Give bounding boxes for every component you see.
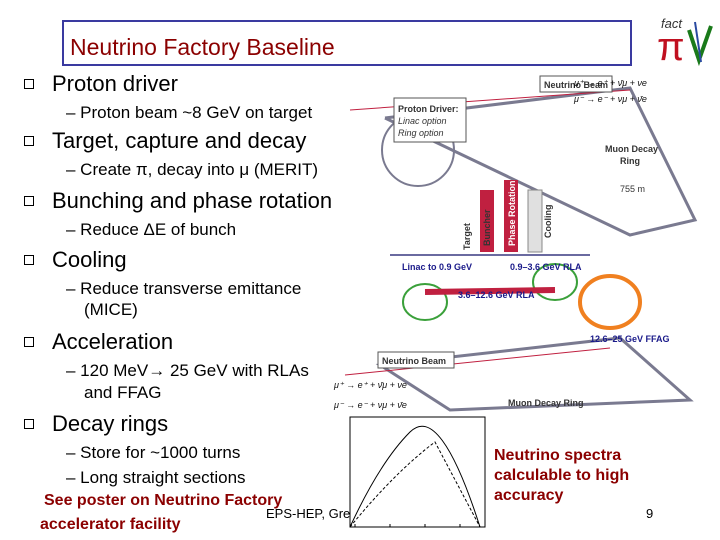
- buncher-block: [480, 190, 494, 252]
- sub-reduce-de: – Reduce ΔE of bunch: [66, 220, 237, 239]
- sub-reduce-emittance: – Reduce transverse emittance: [66, 279, 302, 298]
- slide-title: Neutrino Factory Baseline: [70, 34, 335, 60]
- proton-driver-label: Proton Driver:: [398, 104, 459, 114]
- spectrum-curve-1: [349, 425, 481, 528]
- bullet-marker: [24, 337, 34, 347]
- bullet-cooling: Cooling: [52, 247, 127, 272]
- linac-option-label: Linac option: [398, 116, 447, 126]
- lower-decay-ring: [375, 336, 694, 412]
- sub-store: – Store for ~1000 turns: [66, 443, 241, 462]
- linac-label: Linac to 0.9 GeV: [402, 262, 472, 272]
- beam-bottom-box: [377, 351, 455, 369]
- spectrum-curve-2: [349, 441, 481, 528]
- neutrino-beam-bottom: Neutrino Beam: [382, 356, 446, 366]
- bullet-marker: [24, 136, 34, 146]
- bullet-marker: [24, 255, 34, 265]
- sub-create-pi: – Create π, decay into μ (MERIT): [66, 160, 319, 179]
- poster-line-1: See poster on Neutrino Factory: [44, 492, 283, 509]
- accelerator-diagram: Proton Driver: Linac option Ring option …: [333, 75, 698, 412]
- nufact-logo-icon: fact π: [657, 16, 713, 68]
- rla1-arc-right: [532, 263, 578, 301]
- spectra-plot: [349, 416, 486, 528]
- plot-frame: [349, 416, 486, 528]
- note-line-1: Neutrino spectra: [494, 447, 622, 464]
- note-line-2: calculable to high: [494, 467, 630, 484]
- sub-mice: (MICE): [84, 300, 138, 319]
- bullet-marker: [24, 196, 34, 206]
- note-line-3: accuracy: [494, 487, 564, 504]
- target-label: Target: [462, 223, 472, 250]
- ffag-label: 12.6–25 GeV FFAG: [590, 334, 670, 344]
- ffag-ring: [578, 274, 642, 330]
- beam-top-box: [539, 75, 613, 93]
- rla2-linac: [424, 287, 556, 295]
- rla1-arc-left: [402, 283, 448, 321]
- equation-top-1: μ⁺ → e⁺ + ν̄μ + νe: [573, 78, 647, 88]
- muon-decay-ring-bottom: Muon Decay Ring: [508, 398, 584, 408]
- upper-decay-ring: [384, 86, 698, 237]
- lower-straight: [344, 347, 611, 376]
- poster-line-2: accelerator facility: [40, 516, 181, 533]
- svg-text:fact: fact: [661, 16, 683, 31]
- equation-bottom-1: μ⁺ → e⁺ + ν̄μ + νe: [333, 380, 407, 390]
- equation-top-2: μ⁻ → e⁻ + νμ + ν̄e: [573, 94, 647, 104]
- title-box: [62, 20, 632, 66]
- bullet-acceleration: Acceleration: [52, 329, 174, 354]
- buncher-label: Buncher: [482, 209, 492, 246]
- sub-proton-beam: – Proton beam ~8 GeV on target: [66, 103, 313, 122]
- ring-option-label: Ring option: [398, 128, 444, 138]
- sub-rla: – 120 MeV→ 25 GeV with RLAs: [66, 361, 309, 380]
- bullet-decay-rings: Decay rings: [52, 411, 169, 436]
- phase-rotation-label: Phase Rotation: [507, 180, 517, 246]
- bullet-marker: [24, 419, 34, 429]
- distance-label: 755 m: [620, 184, 645, 194]
- bullet-marker: [24, 79, 34, 89]
- rla2-label: 3.6–12.6 GeV RLA: [458, 290, 535, 300]
- muon-decay-ring-label-2: Ring: [620, 156, 640, 166]
- neutrino-beam-top: Neutrino Beam: [544, 80, 608, 90]
- bullet-bunching: Bunching and phase rotation: [52, 188, 333, 213]
- cooling-block: [527, 189, 543, 253]
- bullet-proton-driver: Proton driver: [52, 71, 178, 96]
- muon-decay-ring-label-1: Muon Decay: [605, 144, 658, 154]
- bullet-target: Target, capture and decay: [52, 128, 307, 153]
- svg-text:π: π: [657, 25, 685, 68]
- page-number: 9: [646, 506, 654, 521]
- spectra-note: Neutrino spectra calculable to high accu…: [494, 446, 629, 506]
- rla1-label: 0.9–3.6 GeV RLA: [510, 262, 582, 272]
- phase-rotation-block: [504, 180, 518, 252]
- equation-bottom-2: μ⁻ → e⁻ + νμ + ν̄e: [333, 400, 407, 410]
- sub-ffag: and FFAG: [84, 383, 162, 402]
- proton-driver-box: [393, 97, 467, 143]
- sub-straight: – Long straight sections: [66, 468, 246, 487]
- cooling-label: Cooling: [543, 205, 553, 239]
